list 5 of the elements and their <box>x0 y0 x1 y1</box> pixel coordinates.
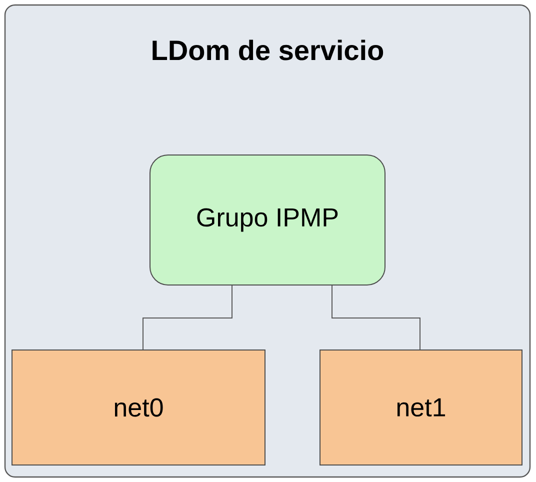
interface-box: net0 <box>12 350 266 466</box>
interface-box: net1 <box>320 350 522 466</box>
group-box: Grupo IPMP <box>150 154 386 286</box>
connector <box>332 285 420 350</box>
connector <box>142 285 232 350</box>
